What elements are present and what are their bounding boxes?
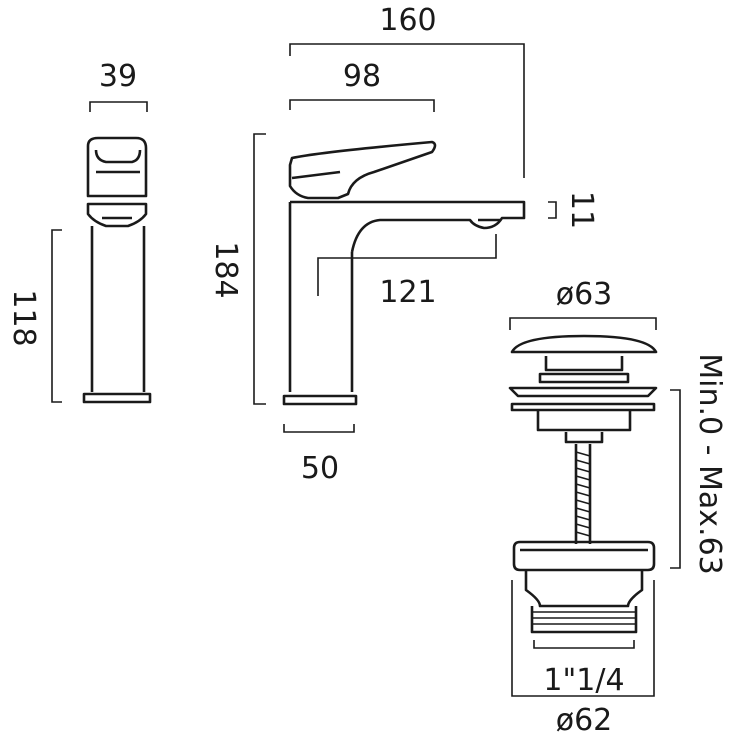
tap-front-view [282,140,526,406]
label-waste-thread: 1"1/4 [543,663,624,698]
dimension-front-height: 184 [208,133,266,405]
dimension-total-width: 160 [289,3,525,178]
label-front-height: 184 [208,241,243,298]
dimension-spout-outlet: 11 [548,191,599,229]
label-spout-outlet: 11 [564,191,599,229]
dimension-waste-range: Min.0 - Max.63 [670,353,727,575]
dimension-side-width: 39 [89,59,148,112]
label-spout-height: 121 [379,275,436,310]
dimension-base-width: 50 [283,424,355,486]
label-body-diameter: ø62 [556,703,613,738]
label-base-width: 50 [301,451,339,486]
dimension-side-height: 118 [6,229,62,403]
dimension-cap-diameter: ø63 [509,277,657,330]
label-handle-width: 98 [343,59,381,94]
label-side-width: 39 [99,59,137,94]
dimension-body-diameter: ø62 [511,580,655,738]
dimension-spout-height: 121 [317,234,497,310]
label-side-height: 118 [6,289,41,346]
dimension-waste-thread: 1"1/4 [533,640,635,698]
label-waste-range: Min.0 - Max.63 [692,353,727,574]
dimension-handle-width: 98 [289,59,435,112]
label-cap-diameter: ø63 [556,277,613,312]
tap-side-view [82,136,152,404]
waste-assembly [508,334,658,634]
label-total-width: 160 [379,3,436,38]
